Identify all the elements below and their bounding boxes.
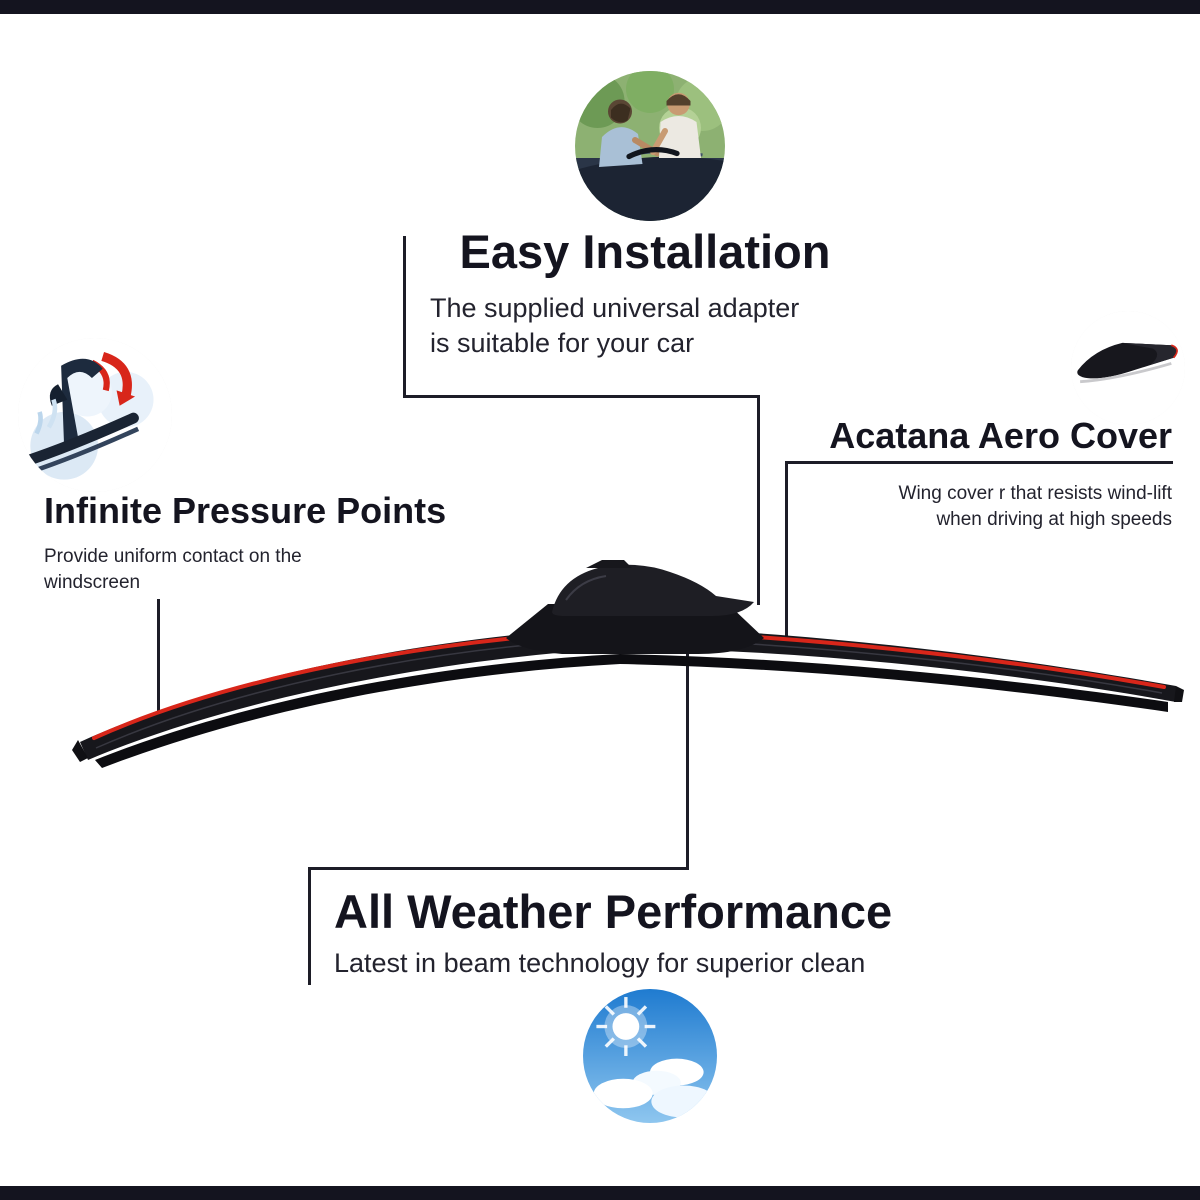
aero-cover-description: Wing cover r that resists wind-lift when…: [672, 481, 1172, 533]
wiper-aero-cover-photo-icon: [1071, 311, 1185, 425]
connector-easy-horizontal: [403, 395, 760, 398]
easy-installation-title: Easy Installation: [459, 225, 831, 278]
pressure-points-description-line1: Provide uniform contact on the: [44, 546, 302, 567]
people-installing-wiper-photo-icon: [575, 71, 725, 221]
all-weather-photo: [583, 989, 717, 1123]
connector-pressure-vertical: [157, 599, 160, 711]
sunny-sky-clouds-photo-icon: [583, 989, 717, 1123]
easy-installation-description: The supplied universal adapter is suitab…: [430, 291, 900, 361]
connector-weather-horizontal: [308, 867, 689, 870]
aero-cover-description-line1: Wing cover r that resists wind-lift: [898, 483, 1172, 504]
connector-easy-left-vertical: [403, 236, 406, 398]
connector-weather-stem: [686, 652, 689, 870]
easy-installation-photo: [575, 71, 725, 221]
wiper-pressure-points-graphic-icon: [18, 338, 172, 492]
pressure-points-description-line2: windscreen: [44, 572, 141, 593]
easy-installation-description-line2: is suitable for your car: [430, 328, 695, 358]
aero-cover-title: Acatana Aero Cover: [829, 415, 1172, 456]
connector-easy-drop-to-blade: [757, 395, 760, 605]
easy-installation-description-line1: The supplied universal adapter: [430, 293, 800, 323]
aero-cover-photo: [1071, 311, 1185, 425]
all-weather-description: Latest in beam technology for superior c…: [334, 948, 866, 978]
all-weather-title: All Weather Performance: [334, 885, 893, 938]
top-border-bar: [0, 0, 1200, 14]
connector-aero-horizontal: [785, 461, 1173, 464]
pressure-points-title: Infinite Pressure Points: [44, 490, 447, 531]
connector-weather-left-vertical: [308, 867, 311, 985]
aero-cover-description-line2: when driving at high speeds: [936, 509, 1172, 530]
bottom-border-bar: [0, 1186, 1200, 1200]
pressure-points-description: Provide uniform contact on the windscree…: [44, 544, 404, 596]
pressure-points-photo: [18, 338, 172, 492]
connector-aero-vertical: [785, 461, 788, 636]
